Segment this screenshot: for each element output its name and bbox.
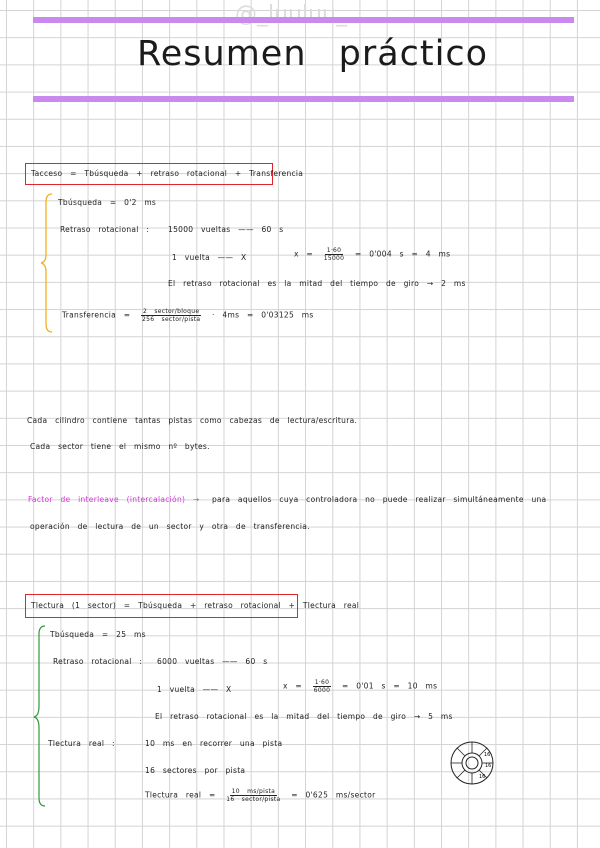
note-sector: Cada sector tiene el mismo nº bytes. [30, 442, 210, 451]
brace-yellow [40, 193, 53, 333]
retraso-label-1: Retraso rotacional : [60, 225, 150, 234]
lectura-result: = 0'625 ms/sector [291, 790, 376, 800]
retraso-rule-1: 15000 vueltas —— 60 s [168, 225, 284, 234]
factor-term: Factor de interleave (intercalación) → [28, 495, 200, 504]
x-den: 15000 [323, 255, 345, 262]
title-divider [33, 96, 574, 102]
lectura-prefix: Tlectura real = [145, 790, 216, 800]
vuelta-2: 1 vuelta —— X [157, 685, 232, 694]
retraso-label-2: Retraso rotacional : [53, 657, 143, 666]
busqueda-2: Tbúsqueda = 25 ms [50, 630, 146, 639]
disk-label: 16 [484, 752, 490, 758]
note-cilindro: Cada cilindro contiene tantas pistas com… [27, 416, 358, 425]
transf-num-a: 2 [143, 308, 148, 315]
x-num: 1·60 [324, 247, 344, 255]
disk-label: 16 [485, 763, 491, 769]
busqueda-1: Tbúsqueda = 0'2 ms [58, 198, 157, 207]
disk-diagram: 16 16 16 [450, 741, 494, 785]
mitad-1: El retraso rotacional es la mitad del ti… [168, 279, 466, 288]
x-result: = 0'004 s = 4 ms [354, 249, 451, 259]
x-prefix: x = [294, 249, 314, 259]
pista-note: 10 ms en recorrer una pista [145, 739, 283, 748]
disk-label: 16 [479, 774, 485, 780]
factor-def-1: para aquellos cuya controladora no puede… [212, 495, 547, 504]
formula-box-lectura [25, 594, 298, 618]
watermark: @_luuluu_ [235, 2, 347, 27]
transf-den-b: sector/pista [161, 316, 201, 323]
transf-label: Transferencia = [62, 310, 131, 320]
transf-result: · 4ms = 0'03125 ms [212, 310, 314, 320]
x-result: = 0'01 s = 10 ms [341, 681, 438, 691]
vuelta-1: 1 vuelta —— X [172, 253, 247, 262]
x-num: 1·60 [312, 679, 332, 687]
lectura-label: Tlectura real : [48, 739, 115, 748]
lectura-num: 10 ms/pista [229, 788, 278, 796]
formula-lectura: Tlectura (1 sector) = Tbúsqueda + retras… [31, 601, 360, 610]
factor-def-2: operación de lectura de un sector y otra… [30, 522, 310, 531]
transf-den-a: 256 [141, 316, 155, 323]
sectores-note: 16 sectores por pista [145, 766, 246, 775]
x-den: 6000 [313, 687, 331, 694]
lectura-den: 16 sector/pista [226, 796, 281, 803]
formula-acceso: Tacceso = Tbúsqueda + retraso rotacional… [31, 169, 304, 178]
page-title: Resumen práctico [137, 34, 489, 74]
x-prefix: x = [283, 681, 303, 691]
brace-green [33, 625, 46, 807]
retraso-rule-2: 6000 vueltas —— 60 s [157, 657, 268, 666]
top-divider [33, 17, 574, 23]
formula-box-acceso [25, 163, 273, 185]
mitad-2: El retraso rotacional es la mitad del ti… [155, 712, 453, 721]
transf-num-b: sector/bloque [154, 308, 200, 315]
